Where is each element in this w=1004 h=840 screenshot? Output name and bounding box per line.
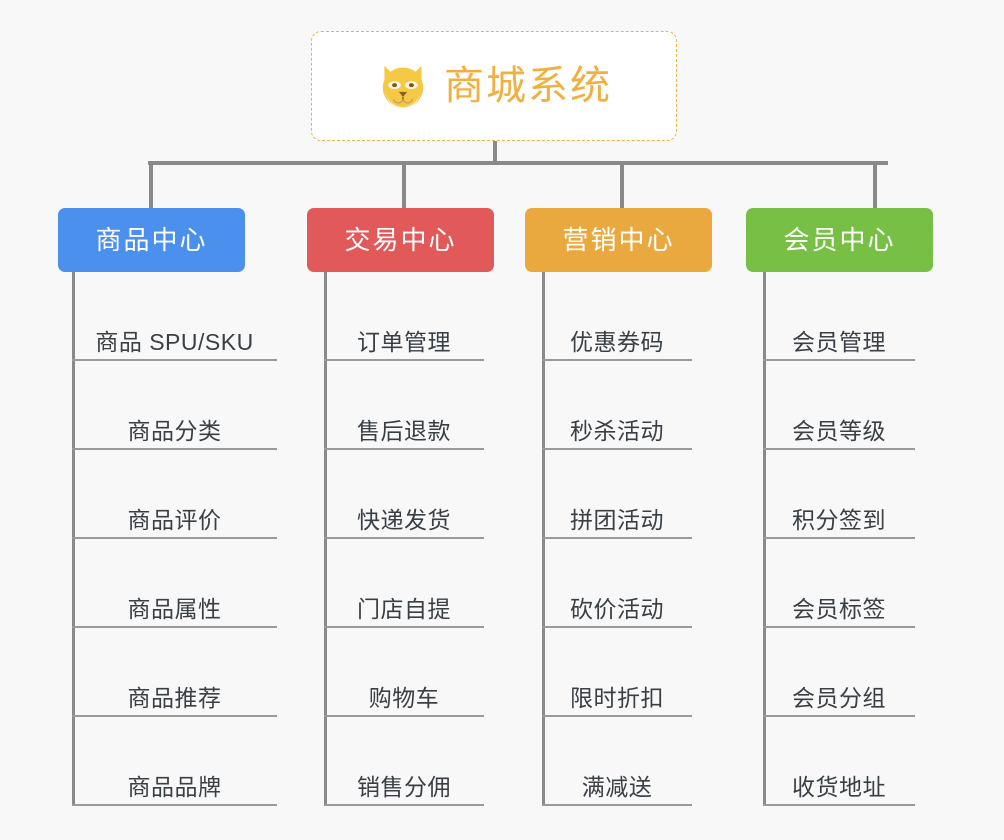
branch-item[interactable]: 商品 SPU/SKU xyxy=(72,272,277,361)
branch-item-label: 购物车 xyxy=(368,684,440,711)
branch-item[interactable]: 快递发货 xyxy=(324,450,484,539)
branch-item[interactable]: 会员标签 xyxy=(763,539,915,628)
branch-header-label: 营销中心 xyxy=(562,225,675,255)
branch-header-3[interactable]: 营销中心 xyxy=(525,208,712,272)
branch-spine xyxy=(72,272,75,806)
branch-item-label: 订单管理 xyxy=(357,328,451,355)
branch-header-4[interactable]: 会员中心 xyxy=(746,208,933,272)
branch-item[interactable]: 会员管理 xyxy=(763,272,915,361)
branch-item[interactable]: 商品评价 xyxy=(72,450,277,539)
branch-spine xyxy=(324,272,327,806)
branch-item-label: 秒杀活动 xyxy=(570,417,664,444)
branch-item[interactable]: 秒杀活动 xyxy=(542,361,692,450)
branch-spine xyxy=(542,272,545,806)
branch-item-label: 优惠券码 xyxy=(570,328,664,355)
branch-item-label: 销售分佣 xyxy=(357,773,451,800)
branch-item-label: 会员等级 xyxy=(792,417,886,444)
branch-item-label: 门店自提 xyxy=(357,595,451,622)
branch-item[interactable]: 商品推荐 xyxy=(72,628,277,717)
branch-item-label: 会员分组 xyxy=(792,684,886,711)
branch-connector xyxy=(149,161,153,208)
root-connector-stub xyxy=(493,141,497,164)
branch-header-1[interactable]: 商品中心 xyxy=(58,208,245,272)
branch-item-label: 拼团活动 xyxy=(570,506,664,533)
branch-connector xyxy=(402,161,406,208)
branch-item-label: 快递发货 xyxy=(357,506,451,533)
branch-item[interactable]: 销售分佣 xyxy=(324,717,484,806)
branch-item[interactable]: 收货地址 xyxy=(763,717,915,806)
branch-item-list: 订单管理售后退款快递发货门店自提购物车销售分佣 xyxy=(324,272,484,806)
branch-item-label: 商品 SPU/SKU xyxy=(95,328,254,355)
branch-item-label: 商品评价 xyxy=(127,506,222,533)
branch-item[interactable]: 售后退款 xyxy=(324,361,484,450)
root-node[interactable]: 商城系统 xyxy=(311,31,677,141)
branch-item[interactable]: 会员等级 xyxy=(763,361,915,450)
branch-item-label: 满减送 xyxy=(581,773,653,800)
branch-item-label: 限时折扣 xyxy=(570,684,664,711)
branch-connector xyxy=(873,161,877,208)
branch-item-label: 商品分类 xyxy=(127,417,222,444)
branch-connector xyxy=(620,161,624,208)
branch-item[interactable]: 商品品牌 xyxy=(72,717,277,806)
branch-item[interactable]: 砍价活动 xyxy=(542,539,692,628)
branch-item[interactable]: 门店自提 xyxy=(324,539,484,628)
branch-item[interactable]: 积分签到 xyxy=(763,450,915,539)
branch-item[interactable]: 商品分类 xyxy=(72,361,277,450)
branch-item-label: 会员标签 xyxy=(792,595,886,622)
branch-item[interactable]: 会员分组 xyxy=(763,628,915,717)
branch-item-label: 售后退款 xyxy=(357,417,451,444)
branch-header-label: 商品中心 xyxy=(95,225,208,255)
branch-item-label: 商品推荐 xyxy=(127,684,222,711)
branch-item-list: 优惠券码秒杀活动拼团活动砍价活动限时折扣满减送 xyxy=(542,272,692,806)
branch-spine xyxy=(763,272,766,806)
branch-item-label: 商品属性 xyxy=(127,595,222,622)
branch-item-list: 会员管理会员等级积分签到会员标签会员分组收货地址 xyxy=(763,272,915,806)
branch-item[interactable]: 满减送 xyxy=(542,717,692,806)
branch-item-label: 砍价活动 xyxy=(570,595,664,622)
branch-item[interactable]: 购物车 xyxy=(324,628,484,717)
branch-item-label: 商品品牌 xyxy=(127,773,222,800)
shiba-dog-face-icon xyxy=(382,65,424,111)
branch-item[interactable]: 拼团活动 xyxy=(542,450,692,539)
branch-item[interactable]: 限时折扣 xyxy=(542,628,692,717)
branch-item[interactable]: 优惠券码 xyxy=(542,272,692,361)
branch-item[interactable]: 订单管理 xyxy=(324,272,484,361)
branch-header-label: 会员中心 xyxy=(783,225,896,255)
root-title: 商城系统 xyxy=(444,64,612,108)
branch-header-2[interactable]: 交易中心 xyxy=(307,208,494,272)
branch-item-label: 收货地址 xyxy=(792,773,886,800)
branch-item-list: 商品 SPU/SKU 商品分类商品评价商品属性商品推荐商品品牌 xyxy=(72,272,277,806)
branch-distribution-bar xyxy=(148,161,888,165)
branch-header-label: 交易中心 xyxy=(344,225,457,255)
branch-item-label: 会员管理 xyxy=(792,328,886,355)
branch-item[interactable]: 商品属性 xyxy=(72,539,277,628)
branch-item-label: 积分签到 xyxy=(792,506,886,533)
